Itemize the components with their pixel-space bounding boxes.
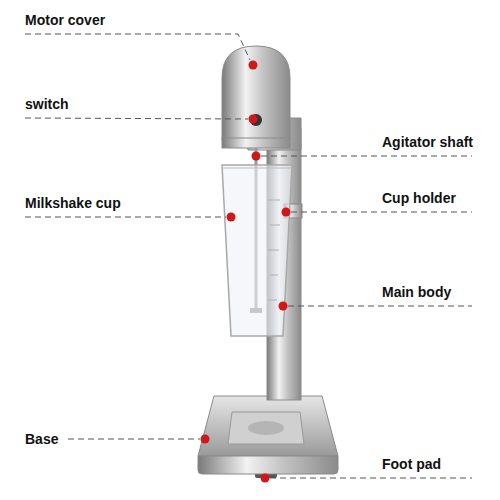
base-recess (228, 412, 304, 444)
base-top (198, 396, 338, 456)
part-label: Agitator shaft (382, 134, 473, 150)
part-label: Cup holder (382, 190, 456, 206)
cup-rim (222, 168, 292, 169)
cup-scale (268, 200, 280, 300)
part-label: Foot pad (382, 456, 441, 472)
milkshake-cup (222, 165, 292, 336)
head-collar (222, 138, 290, 148)
leader-lines (25, 34, 472, 478)
part-label: Motor cover (25, 12, 105, 28)
base-front (198, 456, 338, 474)
callout-dots (201, 61, 291, 483)
drip-hole (248, 421, 284, 435)
part-label: Base (25, 431, 58, 447)
part-label: switch (25, 96, 69, 112)
part-label: Main body (382, 284, 451, 300)
part-label: Milkshake cup (25, 195, 121, 211)
motor-cover (222, 46, 290, 140)
